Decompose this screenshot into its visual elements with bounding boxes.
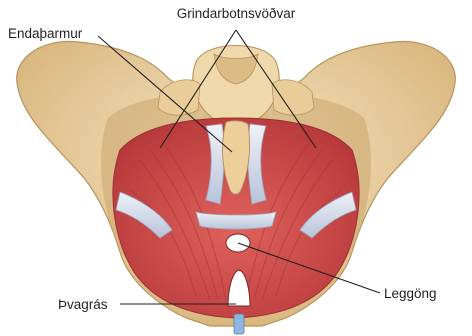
pubic-symphysis [234, 314, 244, 334]
label-rectum: Endaþarmur [8, 26, 83, 41]
label-urethra: Þvagrás [58, 297, 108, 312]
label-pelvic-floor-muscles: Grindarbotnsvöðvar [177, 6, 296, 21]
label-vagina: Leggöng [384, 286, 437, 301]
